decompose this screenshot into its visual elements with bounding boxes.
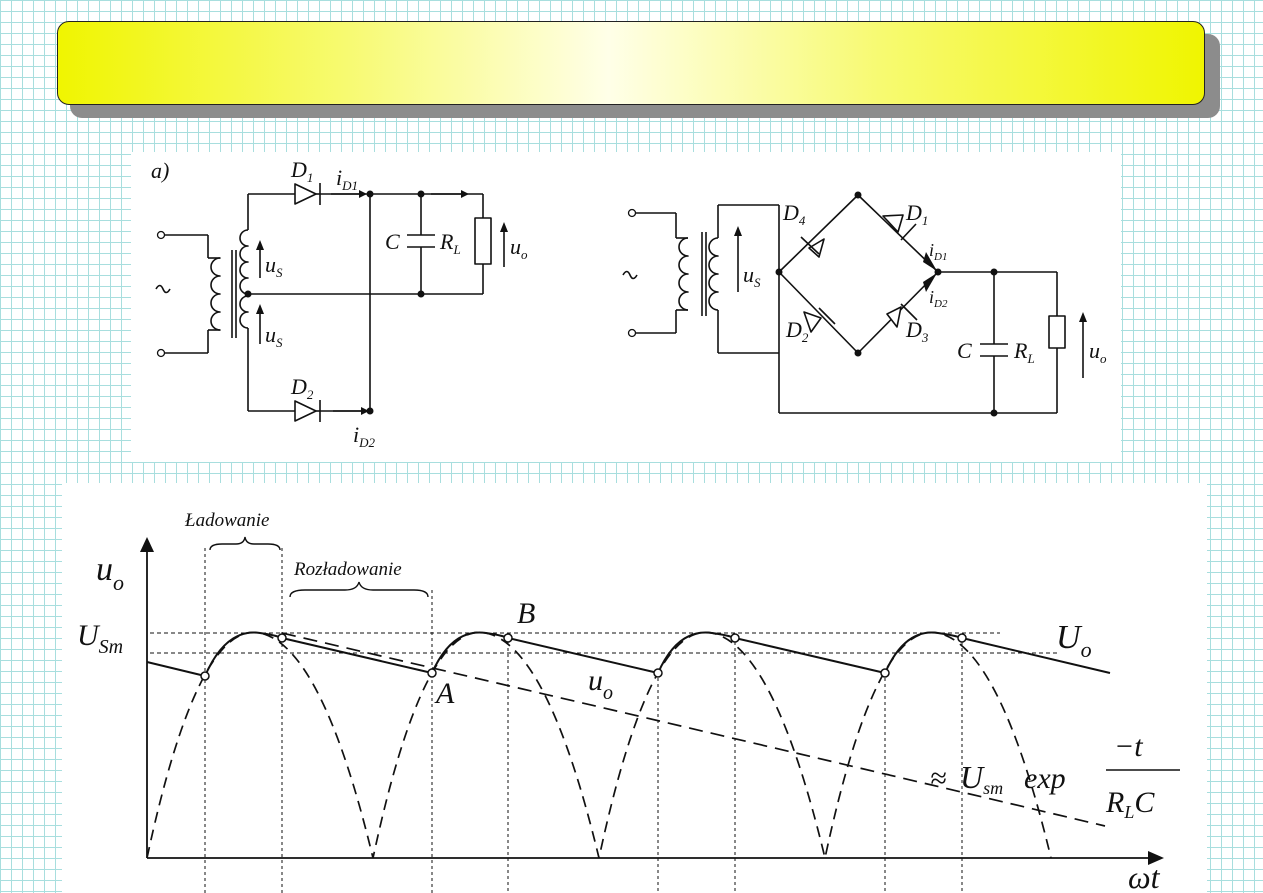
rectified-sine-curve — [146, 631, 1052, 859]
vertical-guides — [204, 548, 963, 893]
circuit-b-diodes — [800, 214, 918, 333]
terminal-circles — [156, 208, 637, 358]
label-uo-bridge: uo — [1089, 338, 1107, 366]
circuit-a-wiring — [161, 193, 484, 412]
circuit-b-transformer — [622, 232, 739, 316]
diode-d3-icon — [886, 306, 902, 328]
discharging-label: Rozładowanie — [293, 559, 402, 580]
label-rl-bridge: RL — [1013, 338, 1035, 366]
formula-exp: exp — [1024, 762, 1066, 795]
uo-curve-label: Uo — [1056, 619, 1092, 662]
label-us-upper: uS — [265, 252, 283, 280]
ripple-waveform: uo ωt USm Ładowanie Rozładowanie B A Uo … — [77, 510, 1180, 893]
point-b-label: B — [517, 597, 535, 630]
diode-d2-icon — [803, 311, 822, 333]
label-d3: D3 — [905, 317, 929, 345]
label-rl: RL — [439, 229, 461, 257]
title-bar — [57, 21, 1205, 105]
usm-label: USm — [77, 619, 123, 658]
diode-d4-icon — [808, 238, 825, 258]
label-d1: D1 — [290, 157, 313, 185]
diode-d2-icon — [294, 400, 317, 422]
circuit-a-transformer — [155, 229, 261, 344]
exponential-decay-curve — [281, 632, 1106, 827]
formula-denominator: RLC — [1105, 786, 1155, 822]
y-axis-arrow-icon — [140, 537, 154, 552]
waveform-panel: uo ωt USm Ładowanie Rozładowanie B A Uo … — [62, 483, 1207, 893]
transition-markers — [200, 633, 967, 681]
circuits-panel: a) D1 iD1 D2 iD2 uS uS C RL uo uS D4 D1 … — [131, 152, 1121, 462]
diode-d1-icon — [882, 214, 904, 233]
circuit-markers — [244, 190, 1087, 417]
waveform-graphics — [146, 536, 1152, 893]
label-d2-bridge: D2 — [785, 317, 809, 345]
x-axis-label: ωt — [1128, 859, 1161, 893]
label-d2: D2 — [290, 374, 314, 402]
uo-ripple-label: uo — [588, 664, 613, 704]
label-us-lower: uS — [265, 322, 283, 350]
label-us: uS — [743, 262, 761, 290]
resistor-rl-icon — [1048, 315, 1066, 349]
formula-usm: Usm — [960, 759, 1003, 798]
circuit-a-filter — [407, 217, 505, 267]
charging-brace — [209, 536, 281, 551]
label-id2-bridge: iD2 — [929, 287, 948, 310]
label-uo: uo — [510, 234, 528, 262]
point-a-label: A — [434, 677, 455, 710]
charging-label: Ładowanie — [184, 510, 269, 531]
formula-approx: ≈ — [930, 762, 946, 795]
circuit-a-diodes — [294, 183, 321, 422]
label-c-bridge: C — [957, 338, 972, 363]
output-ripple-curve — [146, 631, 1111, 677]
decay-formula: ≈ Usm exp −t RLC — [930, 730, 1180, 822]
diode-d1-icon — [294, 183, 317, 205]
rectifier-circuits: a) D1 iD1 D2 iD2 uS uS C RL uo uS D4 D1 … — [151, 157, 1107, 450]
x-axis-arrow-icon — [1148, 851, 1164, 865]
label-c: C — [385, 229, 400, 254]
label-id1: iD1 — [336, 165, 358, 193]
label-d1-bridge: D1 — [905, 200, 928, 228]
circuit-a-current-arrows — [331, 193, 461, 412]
label-d4: D4 — [782, 200, 806, 228]
label-id1-bridge: iD1 — [929, 240, 947, 263]
ac-source-icon — [155, 284, 171, 294]
label-id2: iD2 — [353, 422, 376, 450]
resistor-rl-icon — [474, 217, 492, 265]
ac-source-icon — [622, 270, 638, 280]
circuit-b-filter — [980, 315, 1084, 378]
y-axis-label: uo — [96, 551, 124, 595]
panel-label-a: a) — [151, 158, 169, 183]
discharging-brace — [289, 581, 429, 598]
formula-numerator: −t — [1114, 730, 1143, 763]
circuit-b-wiring — [632, 194, 1058, 414]
